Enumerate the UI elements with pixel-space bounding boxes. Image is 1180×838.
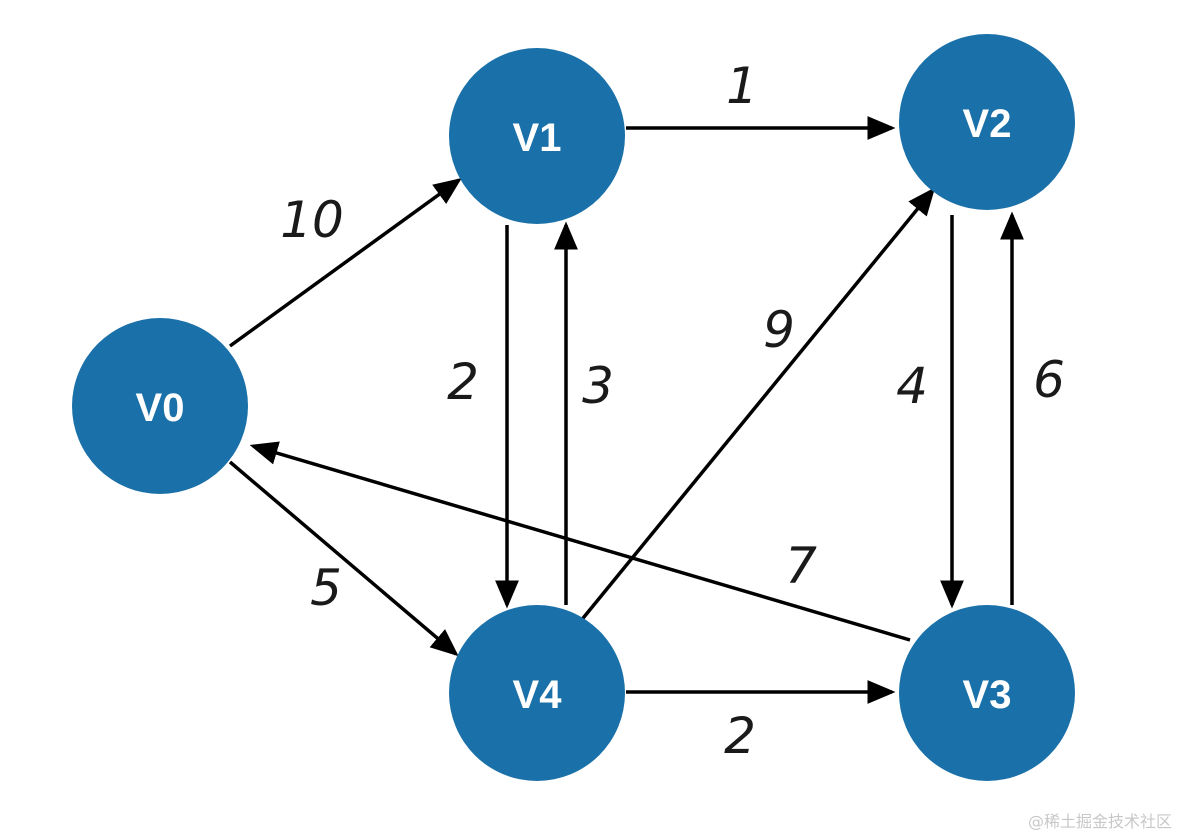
node-v2: V2: [899, 34, 1075, 210]
node-label-v4: V4: [513, 673, 563, 717]
watermark: @稀土掘金技术社区: [1027, 812, 1172, 831]
nodes: V0 V1 V2 V3 V4: [72, 34, 1075, 781]
edge-weights: 10 1 2 3 9 4 6 7 5 2: [280, 57, 1065, 765]
edge-v3-v0: [249, 441, 911, 642]
weight-v4-v1: 3: [582, 357, 614, 415]
node-v3: V3: [899, 605, 1075, 781]
weight-v1-v2: 1: [726, 57, 758, 115]
node-label-v3: V3: [963, 673, 1012, 717]
edges: [228, 116, 1024, 704]
node-label-v2: V2: [963, 102, 1012, 146]
edge-v0-v4: [228, 460, 459, 657]
weight-v3-v2: 6: [1033, 351, 1065, 409]
weight-v0-v1: 10: [280, 191, 344, 249]
node-label-v0: V0: [136, 386, 185, 430]
edge-v0-v1: [228, 177, 462, 348]
weight-v4-v2: 9: [763, 301, 795, 359]
weight-v2-v3: 4: [896, 357, 928, 415]
node-label-v1: V1: [513, 116, 562, 160]
edge-v4-v2: [573, 187, 936, 630]
weight-v3-v0: 7: [785, 537, 817, 595]
node-v1: V1: [449, 48, 625, 224]
weight-v4-v3: 2: [724, 707, 756, 765]
weight-v0-v4: 5: [310, 559, 342, 617]
weight-v1-v4: 2: [447, 353, 479, 411]
node-v4: V4: [449, 605, 625, 781]
node-v0: V0: [72, 318, 248, 494]
